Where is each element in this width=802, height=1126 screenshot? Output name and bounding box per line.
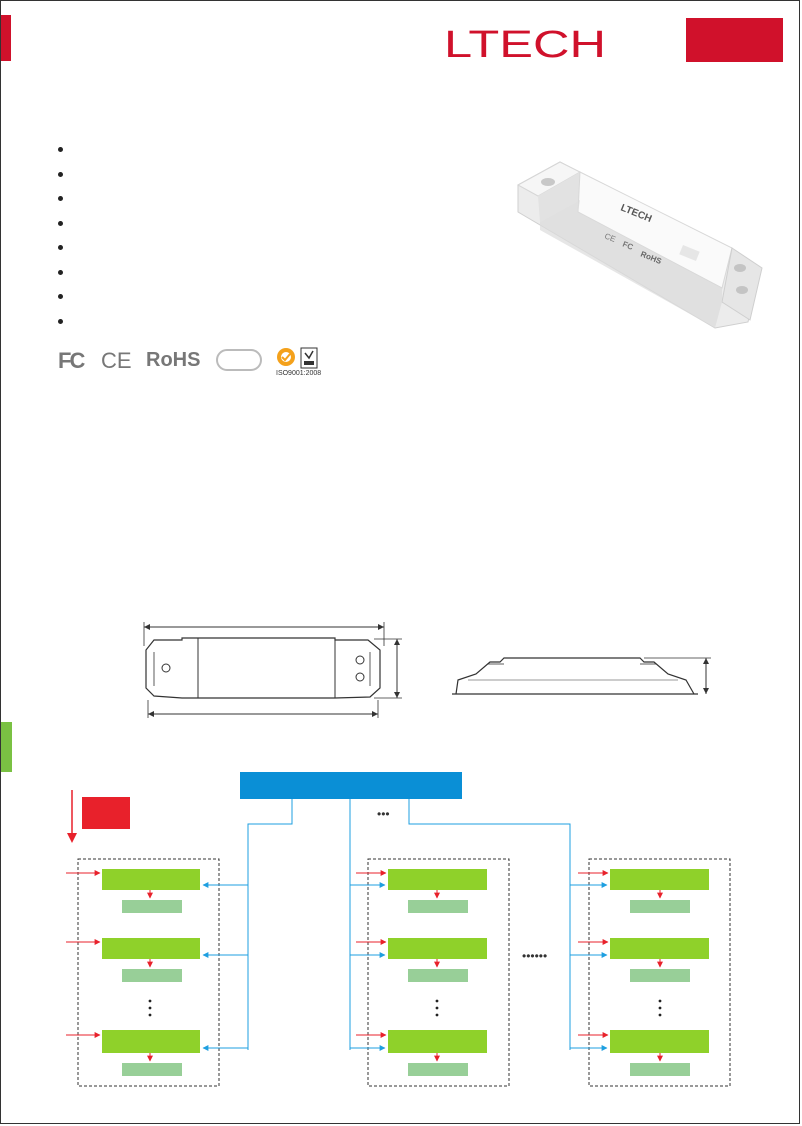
header-red-tab-right <box>686 18 783 62</box>
fcc-mark: FC <box>58 348 85 373</box>
iso-badge-icon <box>277 348 295 366</box>
signal-direction-arrow-icon <box>67 790 77 843</box>
header-red-tab-left <box>1 15 11 61</box>
wiring-diagram: ••• •••••• <box>66 799 731 1087</box>
section-green-tab <box>1 722 12 772</box>
quality-cert-icon <box>300 347 318 369</box>
bus-ellipsis-top: ••• <box>377 807 390 821</box>
iso-cert-text: ISO9001:2008 <box>276 370 322 377</box>
ce-mark: CE <box>101 348 132 373</box>
ltech-logo: LTECH <box>444 24 606 64</box>
certification-oval-icon <box>216 349 262 371</box>
dimension-drawing-side-view <box>452 657 711 695</box>
group-ellipsis-middle: •••••• <box>522 949 547 963</box>
product-label-ce: CE <box>603 232 617 245</box>
product-photo: LTECH CE FC RoHS <box>516 161 763 329</box>
svg-text:LTECH: LTECH <box>444 24 606 64</box>
rohs-mark: RoHS <box>146 349 201 371</box>
dimension-drawing-top-view <box>143 622 402 718</box>
master-controller-box <box>240 772 462 799</box>
product-label-fcc: FC <box>621 240 634 252</box>
signal-legend-box <box>82 797 130 829</box>
